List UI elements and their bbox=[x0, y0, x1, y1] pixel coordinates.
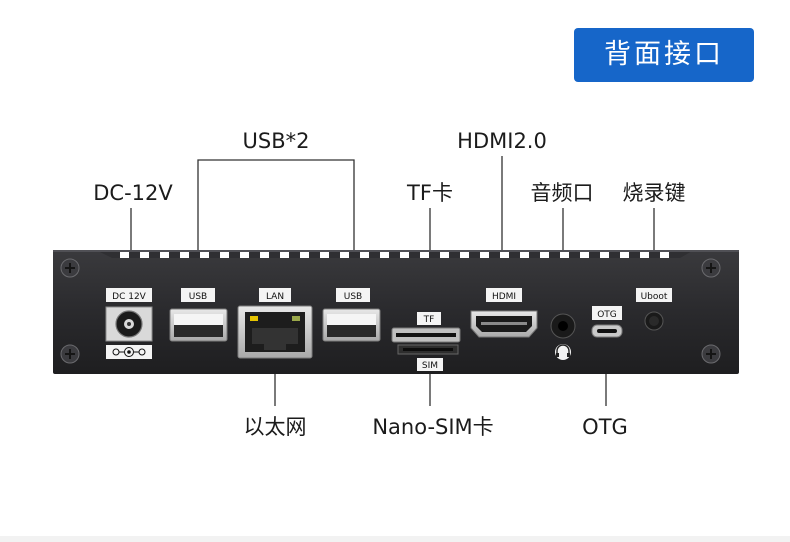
plate-lan: LAN bbox=[266, 292, 284, 302]
plate-tf: TF bbox=[423, 315, 435, 325]
heatsink-fin-gap bbox=[260, 250, 269, 258]
callout-hdmi: HDMI2.0 bbox=[457, 129, 547, 153]
corner-screws bbox=[60, 258, 721, 364]
dc-power-jack bbox=[105, 306, 153, 359]
heatsink-fin-gap bbox=[520, 250, 529, 258]
hdmi-port bbox=[470, 310, 538, 338]
heatsink-fin-gap bbox=[540, 250, 549, 258]
heatsink-fin-gap bbox=[220, 250, 229, 258]
chassis bbox=[53, 250, 739, 374]
heatsink-fin-gap bbox=[160, 250, 169, 258]
uboot-burn-button bbox=[644, 311, 664, 331]
tf-card-slot bbox=[391, 327, 461, 343]
leader-usb-bracket bbox=[197, 159, 355, 287]
heatsink-fin-gap bbox=[380, 250, 389, 258]
callout-usb: USB*2 bbox=[242, 129, 310, 153]
otg-micro-usb-port bbox=[591, 324, 623, 338]
audio-jack bbox=[550, 313, 576, 339]
plate-uboot: Uboot bbox=[641, 292, 668, 302]
section-title-badge: 背面接口 bbox=[574, 28, 754, 82]
plate-dc: DC 12V bbox=[112, 292, 147, 302]
plate-sim: SIM bbox=[422, 361, 438, 371]
screw-icon bbox=[60, 344, 80, 364]
plate-otg: OTG bbox=[597, 310, 617, 320]
heatsink-fin-gap bbox=[560, 250, 569, 258]
heatsink-fin-gap bbox=[320, 250, 329, 258]
fin-notches bbox=[120, 250, 669, 258]
plate-usb-right: USB bbox=[344, 292, 362, 302]
callout-nano-sim: Nano-SIM卡 bbox=[372, 415, 494, 439]
heatsink-fin-gap bbox=[180, 250, 189, 258]
heatsink-fin-gap bbox=[280, 250, 289, 258]
bottom-divider bbox=[0, 536, 790, 542]
heatsink-fin-gap bbox=[640, 250, 649, 258]
callout-audio-jack: 音频口 bbox=[530, 181, 594, 205]
heatsink-fin-gap bbox=[300, 250, 309, 258]
heatsink-fin-gap bbox=[660, 250, 669, 258]
heatsink-fin-gap bbox=[120, 250, 129, 258]
headphone-icon bbox=[555, 344, 571, 360]
heatsink-fin-gap bbox=[420, 250, 429, 258]
screw-icon bbox=[60, 258, 80, 278]
heatsink-fin-gap bbox=[200, 250, 209, 258]
callout-tf-card: TF卡 bbox=[407, 181, 453, 205]
sim-card-slot bbox=[397, 344, 459, 355]
ethernet-port bbox=[237, 305, 313, 359]
callout-burn-key: 烧录键 bbox=[622, 181, 686, 205]
plate-hdmi: HDMI bbox=[492, 292, 516, 302]
dc-polarity-icon bbox=[112, 347, 146, 357]
usb-port-left bbox=[169, 308, 228, 342]
heatsink-fin-gap bbox=[480, 250, 489, 258]
panel-label-plates: DC 12V USB LAN USB TF SIM HDMI OTG Uboot bbox=[106, 288, 672, 371]
callout-otg: OTG bbox=[582, 415, 628, 439]
screw-icon bbox=[701, 344, 721, 364]
heatsink-fin-gap bbox=[240, 250, 249, 258]
heatsink-fin-gap bbox=[580, 250, 589, 258]
plate-usb-left: USB bbox=[189, 292, 207, 302]
heatsink-fin-gap bbox=[460, 250, 469, 258]
heatsink-fin-gap bbox=[140, 250, 149, 258]
heatsink-fin-gap bbox=[600, 250, 609, 258]
callout-dc-12v: DC-12V bbox=[93, 181, 173, 205]
heatsink-fin-gap bbox=[400, 250, 409, 258]
heatsink-fin-gap bbox=[620, 250, 629, 258]
heatsink-fin-gap bbox=[440, 250, 449, 258]
callout-ethernet: 以太网 bbox=[243, 415, 307, 439]
heatsink-fin-gap bbox=[340, 250, 349, 258]
chassis-body bbox=[53, 250, 739, 374]
heatsink-fin-gap bbox=[500, 250, 509, 258]
heatsink-fin-gap bbox=[360, 250, 369, 258]
screw-icon bbox=[701, 258, 721, 278]
usb-port-right bbox=[322, 308, 381, 342]
